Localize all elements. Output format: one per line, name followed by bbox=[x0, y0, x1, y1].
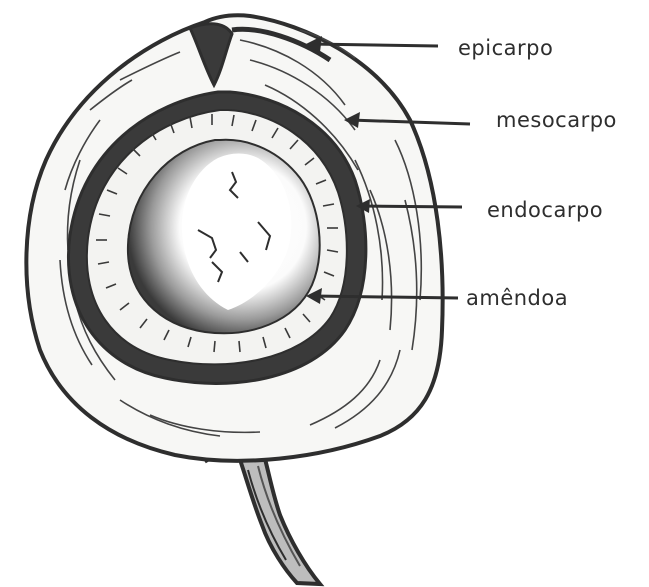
fruit-stalk bbox=[236, 448, 320, 584]
label-mesocarp: mesocarpo bbox=[496, 110, 617, 131]
label-endocarp: endocarpo bbox=[487, 200, 603, 221]
label-epicarp: epicarpo bbox=[458, 38, 553, 59]
label-almond: amêndoa bbox=[466, 288, 568, 309]
leader-line-endocarp bbox=[362, 206, 462, 207]
leader-line-epicarp bbox=[310, 44, 438, 46]
leader-line-almond bbox=[314, 296, 458, 298]
